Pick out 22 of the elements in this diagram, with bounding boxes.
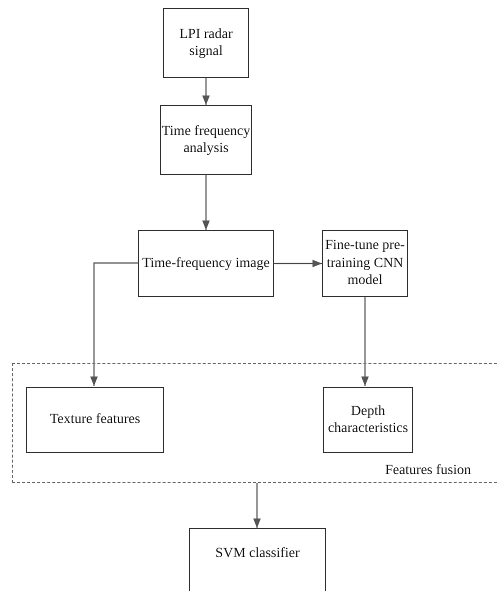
- process-box: [160, 105, 252, 175]
- process-box: [322, 230, 408, 297]
- process-box: [138, 230, 274, 297]
- process-box: [189, 528, 326, 591]
- dashed-group-box: [12, 363, 498, 483]
- process-box: [26, 387, 164, 453]
- arrow: [361, 297, 369, 386]
- box-label: Fine-tune pre-training CNN model: [324, 237, 406, 290]
- group-label: Features fusion: [385, 462, 471, 479]
- arrow: [253, 483, 261, 528]
- box-label: LPI radar signal: [178, 26, 234, 60]
- box-label: SVM classifier: [215, 545, 300, 562]
- arrow: [202, 175, 210, 230]
- box-label: Depth characteristics: [326, 402, 410, 438]
- arrow: [274, 260, 322, 268]
- box-label: Texture features: [50, 411, 140, 429]
- process-box: [323, 387, 413, 453]
- box-label: Time-frequency image: [142, 254, 270, 272]
- box-label: Time frequency analysis: [161, 122, 251, 158]
- arrow: [202, 78, 210, 105]
- arrow: [90, 262, 138, 386]
- process-box: [163, 8, 249, 78]
